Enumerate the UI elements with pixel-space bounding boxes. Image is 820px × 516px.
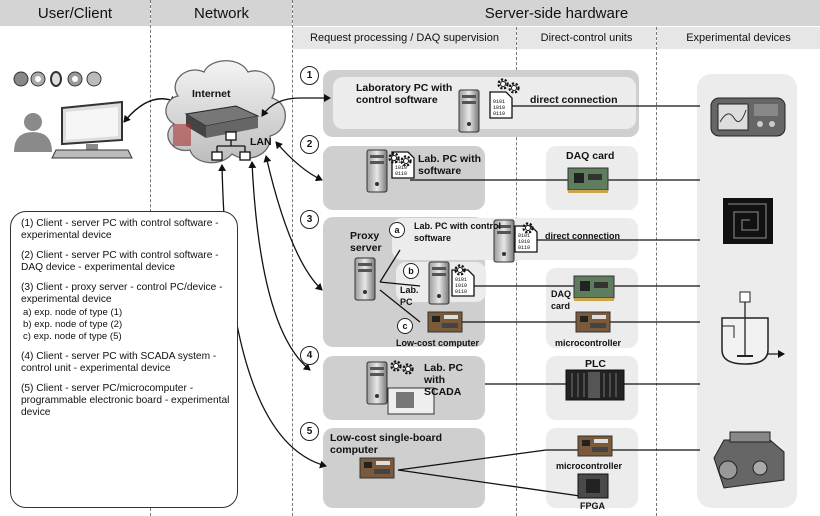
setup-1-link-label: direct connection bbox=[530, 94, 618, 106]
chip-icon bbox=[723, 198, 773, 244]
legend-box: (1) Client - server PC with control soft… bbox=[10, 211, 238, 508]
setup-3-number: 3 bbox=[300, 210, 319, 229]
setup-1-inner bbox=[333, 77, 636, 129]
setup-1-number: 1 bbox=[300, 66, 319, 85]
setup-2-unit-label: DAQ card bbox=[566, 150, 615, 162]
setup-4-pc-label: Lab. PC with SCADA bbox=[424, 362, 464, 398]
legend-item-3a: a) exp. node of type (1) bbox=[23, 307, 123, 319]
setup-2-pc-label: Lab. PC with software bbox=[418, 153, 481, 177]
monitor-icon bbox=[51, 100, 133, 159]
legend-sublist: a) exp. node of type (1) b) exp. node of… bbox=[23, 307, 231, 342]
setup-3a-tag: a bbox=[389, 222, 405, 238]
setup-2-number: 2 bbox=[300, 135, 319, 154]
legend-item-2: (2) Client - server PC with control soft… bbox=[21, 249, 219, 274]
header-network: Network bbox=[151, 0, 292, 26]
setup-3b-tag: b bbox=[403, 263, 419, 279]
setup-3b-pc-label: Lab. PC bbox=[400, 285, 419, 307]
setup-5-panel bbox=[323, 428, 485, 508]
legend-item-3: (3) Client - proxy server - control PC/d… bbox=[21, 281, 223, 306]
oscilloscope-icon bbox=[710, 97, 786, 137]
router-icon bbox=[173, 105, 260, 146]
setup-3a-pc-label: Lab. PC with control software bbox=[414, 221, 501, 243]
legend-item-3b: b) exp. node of type (2) bbox=[23, 319, 123, 331]
setup-3b-unit-label: DAQ card bbox=[551, 289, 571, 311]
header-client: User/Client bbox=[0, 0, 150, 26]
setup-5-number: 5 bbox=[300, 422, 319, 441]
setup-3c-pc-label: Low-cost computer bbox=[396, 338, 480, 348]
separator bbox=[656, 27, 657, 516]
setup-4-unit-label: PLC bbox=[585, 358, 606, 370]
separator bbox=[516, 27, 517, 516]
engine-icon bbox=[713, 431, 785, 489]
browser-icons bbox=[13, 71, 102, 87]
setup-4-number: 4 bbox=[300, 346, 319, 365]
plc-icon bbox=[565, 369, 625, 401]
setup-3c-tag: c bbox=[397, 318, 413, 334]
header-server: Server-side hardware bbox=[293, 0, 820, 26]
setup-5-unit2-label: FPGA bbox=[580, 501, 606, 511]
subheader-request: Request processing / DAQ supervision bbox=[293, 27, 516, 49]
scada-screen-icon bbox=[387, 387, 435, 415]
reactor-tank-icon bbox=[721, 291, 785, 365]
fpga-icon bbox=[577, 473, 609, 499]
setup-5-pc-label: Low-cost single-board computer bbox=[330, 432, 443, 456]
legend-item-1: (1) Client - server PC with control soft… bbox=[21, 218, 219, 242]
legend-item-3c: c) exp. node of type (5) bbox=[23, 331, 122, 343]
legend-item-4: (4) Client - server PC with SCADA system… bbox=[21, 350, 217, 375]
lan-label: LAN bbox=[250, 136, 272, 148]
legend-item-5: (5) Client - server PC/microcomputer - p… bbox=[21, 382, 230, 419]
setup-3c-unit-label: microcontroller bbox=[555, 338, 622, 348]
setup-3-proxy-label: Proxy server bbox=[350, 230, 382, 254]
setup-5-unit1-label: microcontroller bbox=[556, 461, 623, 471]
subheader-direct: Direct-control units bbox=[517, 27, 656, 49]
lan-icon bbox=[211, 131, 251, 161]
subheader-devices: Experimental devices bbox=[657, 27, 820, 49]
user-icon bbox=[14, 113, 52, 152]
setup-1-pc-label: Laboratory PC with control software bbox=[356, 82, 453, 106]
setup-3a-link-label: direct connection bbox=[545, 231, 621, 241]
internet-label: Internet bbox=[192, 88, 231, 100]
